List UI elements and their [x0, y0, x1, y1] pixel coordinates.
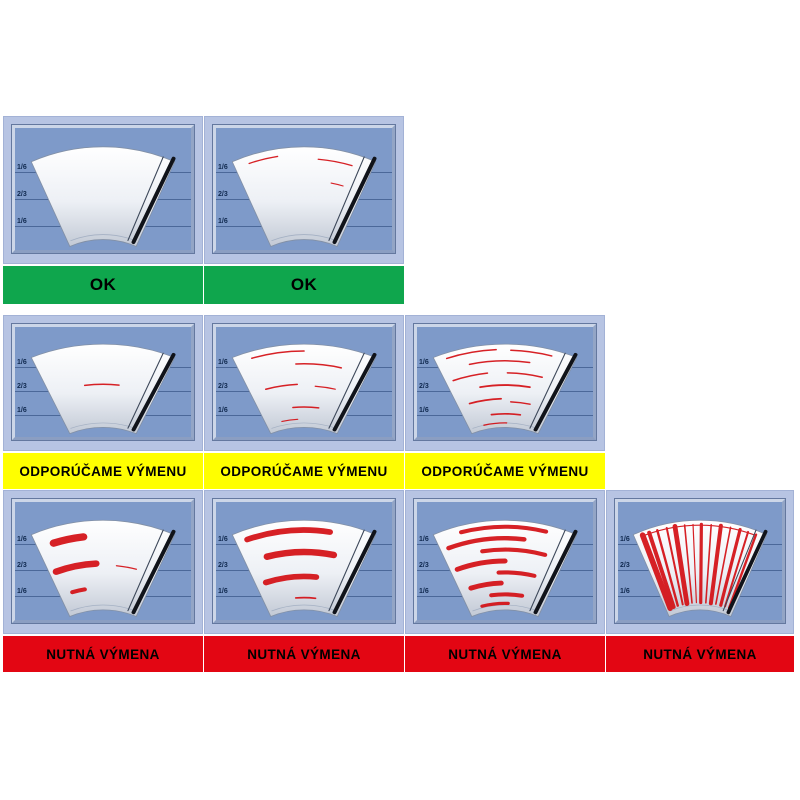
scale-label: 2/3 [17, 190, 27, 198]
wiper-blade-icon [533, 353, 578, 432]
scale-label: 1/6 [218, 406, 228, 414]
status-label-text: ODPORÚČAME VÝMENU [19, 463, 187, 479]
swipe-area-shape [30, 343, 176, 435]
wear-example-cell: 1/6 2/3 1/6 [3, 490, 203, 634]
wiper-swipe-illustration [231, 343, 377, 435]
scale-label: 2/3 [620, 562, 630, 570]
swipe-area-shape [231, 146, 377, 248]
scale-label: 2/3 [17, 562, 27, 570]
status-label-recommend: ODPORÚČAME VÝMENU [204, 453, 404, 489]
scale-label: 1/6 [419, 406, 429, 414]
scale-label: 2/3 [419, 562, 429, 570]
wiper-swipe-illustration [432, 343, 578, 435]
scale-label: 1/6 [218, 217, 228, 225]
swipe-area-shape [432, 343, 578, 435]
wiper-area-panel: 1/6 2/3 1/6 [615, 499, 785, 623]
scale-label: 1/6 [17, 217, 27, 225]
scale-label: 2/3 [419, 382, 429, 390]
swipe-area-shape [231, 519, 377, 618]
scale-label: 2/3 [218, 562, 228, 570]
wear-example-cell: 1/6 2/3 1/6 [204, 116, 404, 264]
wiper-swipe-illustration [30, 519, 176, 618]
status-label-text: NUTNÁ VÝMENA [643, 646, 757, 662]
scale-label: 1/6 [218, 163, 228, 171]
swipe-area-shape [231, 343, 377, 435]
scale-label: 1/6 [419, 536, 429, 544]
wiper-blade-icon [332, 353, 377, 432]
wear-streaks [445, 348, 553, 426]
wear-example-cell: 1/6 2/3 1/6 [3, 116, 203, 264]
scale-label: 1/6 [17, 536, 27, 544]
status-label-text: ODPORÚČAME VÝMENU [421, 463, 589, 479]
scale-label: 1/6 [419, 358, 429, 366]
wiper-area-panel: 1/6 2/3 1/6 [12, 499, 194, 623]
wiper-blade-icon [332, 156, 377, 245]
scale-label: 2/3 [218, 190, 228, 198]
scale-label: 1/6 [620, 536, 630, 544]
wear-example-cell: 1/6 2/3 1/6 [204, 490, 404, 634]
scale-label: 1/6 [419, 588, 429, 596]
scale-label: 2/3 [218, 382, 228, 390]
wiper-area-panel: 1/6 2/3 1/6 [213, 125, 395, 253]
wear-example-cell: 1/6 2/3 1/6 [405, 490, 605, 634]
wear-example-cell: 1/6 2/3 1/6 [3, 315, 203, 451]
wiper-swipe-illustration [231, 146, 377, 248]
status-label-ok: OK [3, 266, 203, 304]
scale-label: 1/6 [17, 358, 27, 366]
status-label-text: ODPORÚČAME VÝMENU [220, 463, 388, 479]
scale-label: 1/6 [17, 588, 27, 596]
wiper-swipe-illustration [30, 343, 176, 435]
wiper-area-panel: 1/6 2/3 1/6 [213, 324, 395, 440]
scale-label: 2/3 [17, 382, 27, 390]
wiper-area-panel: 1/6 2/3 1/6 [12, 125, 194, 253]
wiper-blade-icon [131, 353, 176, 432]
wear-streaks [251, 350, 343, 423]
status-label-replace: NUTNÁ VÝMENA [3, 636, 203, 672]
swipe-area-shape [30, 146, 176, 248]
scale-label: 1/6 [17, 163, 27, 171]
wear-streaks [244, 527, 338, 600]
wiper-area-panel: 1/6 2/3 1/6 [213, 499, 395, 623]
wiper-blade-icon [131, 156, 176, 245]
wear-streaks [248, 155, 353, 187]
wiper-blade-icon [332, 529, 377, 615]
status-label-text: NUTNÁ VÝMENA [448, 646, 562, 662]
scale-label: 1/6 [620, 588, 630, 596]
status-label-recommend: ODPORÚČAME VÝMENU [405, 453, 605, 489]
scale-label: 1/6 [218, 588, 228, 596]
wiper-blade-icon [131, 529, 176, 615]
wear-example-cell: 1/6 2/3 1/6 [405, 315, 605, 451]
scale-label: 1/6 [218, 358, 228, 366]
wiper-blade-icon [726, 529, 768, 615]
status-label-ok: OK [204, 266, 404, 304]
wear-example-cell: 1/6 2/3 1/6 [204, 315, 404, 451]
wiper-area-panel: 1/6 2/3 1/6 [414, 499, 596, 623]
swipe-area-shape [30, 519, 176, 618]
status-label-replace: NUTNÁ VÝMENA [204, 636, 404, 672]
wiper-area-panel: 1/6 2/3 1/6 [414, 324, 596, 440]
wiper-area-panel: 1/6 2/3 1/6 [12, 324, 194, 440]
wiper-swipe-illustration [632, 519, 768, 618]
status-label-replace: NUTNÁ VÝMENA [405, 636, 605, 672]
wiper-swipe-illustration [30, 146, 176, 248]
status-label-text: OK [290, 275, 318, 294]
status-label-text: NUTNÁ VÝMENA [247, 646, 361, 662]
status-label-recommend: ODPORÚČAME VÝMENU [3, 453, 203, 489]
wear-streaks [446, 524, 549, 608]
wear-streaks [49, 533, 138, 595]
wiper-swipe-illustration [432, 519, 578, 618]
wiper-blade-icon [533, 529, 578, 615]
status-label-text: OK [89, 275, 117, 294]
scale-label: 1/6 [218, 536, 228, 544]
wear-streaks [83, 383, 120, 387]
scale-label: 1/6 [17, 406, 27, 414]
wear-streaks [639, 522, 758, 611]
wear-example-cell: 1/6 2/3 1/6 [606, 490, 794, 634]
wiper-swipe-illustration [231, 519, 377, 618]
status-label-replace: NUTNÁ VÝMENA [606, 636, 794, 672]
status-label-text: NUTNÁ VÝMENA [46, 646, 160, 662]
